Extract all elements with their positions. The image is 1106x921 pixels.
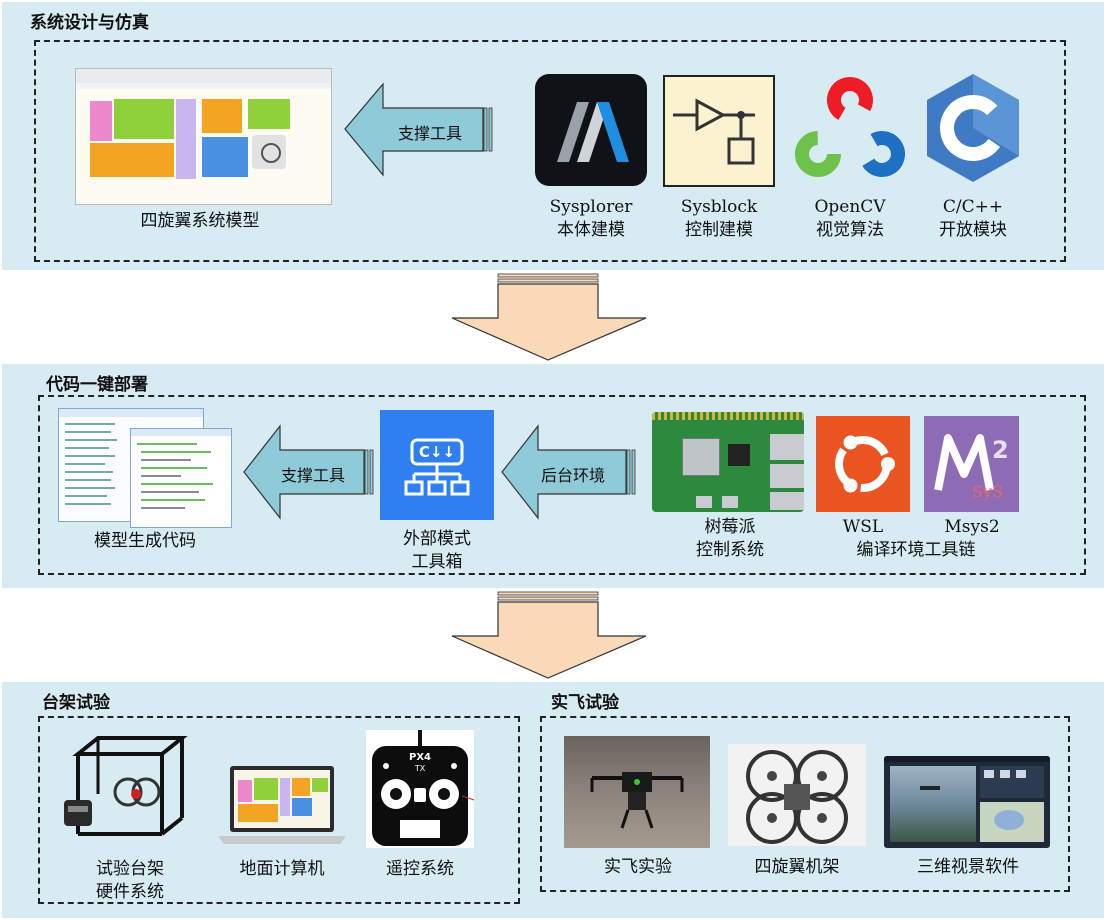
visual-software-screenshot xyxy=(884,756,1050,848)
flight-test-label: 实飞实验 xyxy=(604,857,672,877)
rc-transmitter-image: PX4 TX xyxy=(366,730,474,848)
raspberry-pi-label: 树莓派 控制系统 xyxy=(660,516,800,562)
raspberry-pi-label-1: 树莓派 xyxy=(704,517,756,537)
external-mode-toolbox-icon: C↓↓ xyxy=(380,410,494,520)
opencv-name: OpenCV xyxy=(814,197,886,217)
deploy-dashed-box xyxy=(38,395,1086,575)
support-arrow-2 xyxy=(243,424,374,520)
quadrotor-frame-photo xyxy=(728,744,866,846)
quadrotor-model-label: 四旋翼系统模型 xyxy=(140,211,260,231)
sysplorer-name: Sysplorer xyxy=(549,197,633,217)
opencv-label: OpenCV 视觉算法 xyxy=(790,196,910,242)
sysblock-name: Sysblock xyxy=(680,197,758,217)
design-section-title: 系统设计与仿真 xyxy=(30,13,149,33)
cpp-name: C/C++ xyxy=(942,197,1004,217)
sysblock-desc: 控制建模 xyxy=(685,220,753,240)
generated-code-label: 模型生成代码 xyxy=(94,531,196,551)
test-rig-image xyxy=(62,734,190,838)
wsl-label: WSL xyxy=(842,517,884,537)
cpp-label: C/C++ 开放模块 xyxy=(913,196,1033,242)
support-arrow-2-label: 支撑工具 xyxy=(280,466,345,485)
ground-computer-label: 地面计算机 xyxy=(239,859,325,879)
support-arrow-1-label: 支撑工具 xyxy=(397,124,462,143)
toolchain-label: 编译环境工具链 xyxy=(856,540,976,560)
opencv-icon xyxy=(790,74,910,186)
rc-tx-text: TX xyxy=(414,764,426,773)
ubuntu-wsl-icon xyxy=(816,416,910,512)
svg-text:2: 2 xyxy=(992,436,1009,464)
test-rig-label-1: 试验台架 xyxy=(96,859,164,879)
down-arrow-2 xyxy=(451,591,647,679)
raspberry-pi-label-2: 控制系统 xyxy=(696,540,764,560)
flight-section-title: 实飞试验 xyxy=(551,693,619,713)
test-rig-label: 试验台架 硬件系统 xyxy=(70,858,190,904)
msys2-icon: 2 SyS xyxy=(924,416,1019,512)
sysplorer-desc: 本体建模 xyxy=(557,220,625,240)
flight-dashed-box xyxy=(540,716,1070,892)
generated-code-image-front xyxy=(130,428,232,528)
cpp-icon xyxy=(923,72,1023,184)
design-dashed-box xyxy=(34,40,1066,262)
msys2-label: Msys2 xyxy=(944,517,1000,537)
sysblock-icon xyxy=(663,75,775,187)
sysplorer-icon xyxy=(535,74,647,186)
down-arrow-1 xyxy=(451,273,647,361)
raspberry-pi-image xyxy=(652,412,804,512)
rc-brand-text: PX4 xyxy=(409,752,431,763)
toolbox-icon-text: C↓↓ xyxy=(418,443,456,461)
backend-arrow-label: 后台环境 xyxy=(540,466,605,485)
ground-computer-image xyxy=(216,762,348,846)
support-arrow-1 xyxy=(344,82,493,177)
toolbox-label-1: 外部模式 xyxy=(403,529,471,549)
toolbox-label: 外部模式 工具箱 xyxy=(372,528,502,574)
quadrotor-frame-label: 四旋翼机架 xyxy=(754,857,840,877)
visual-software-label: 三维视景软件 xyxy=(917,857,1019,877)
cpp-desc: 开放模块 xyxy=(939,220,1007,240)
backend-arrow xyxy=(501,424,636,520)
bench-section-title: 台架试验 xyxy=(42,693,110,713)
test-rig-label-2: 硬件系统 xyxy=(96,882,164,902)
opencv-desc: 视觉算法 xyxy=(816,220,884,240)
flight-test-photo xyxy=(564,736,710,848)
toolbox-label-2: 工具箱 xyxy=(411,552,463,572)
sysplorer-label: Sysplorer 本体建模 xyxy=(530,196,652,242)
quadrotor-model-image xyxy=(75,68,332,205)
rc-system-label: 遥控系统 xyxy=(386,859,454,879)
deploy-section-title: 代码一键部署 xyxy=(46,375,148,395)
sysblock-label: Sysblock 控制建模 xyxy=(658,196,780,242)
bench-dashed-box xyxy=(38,716,520,904)
msys2-sub-text: SyS xyxy=(972,482,1003,501)
